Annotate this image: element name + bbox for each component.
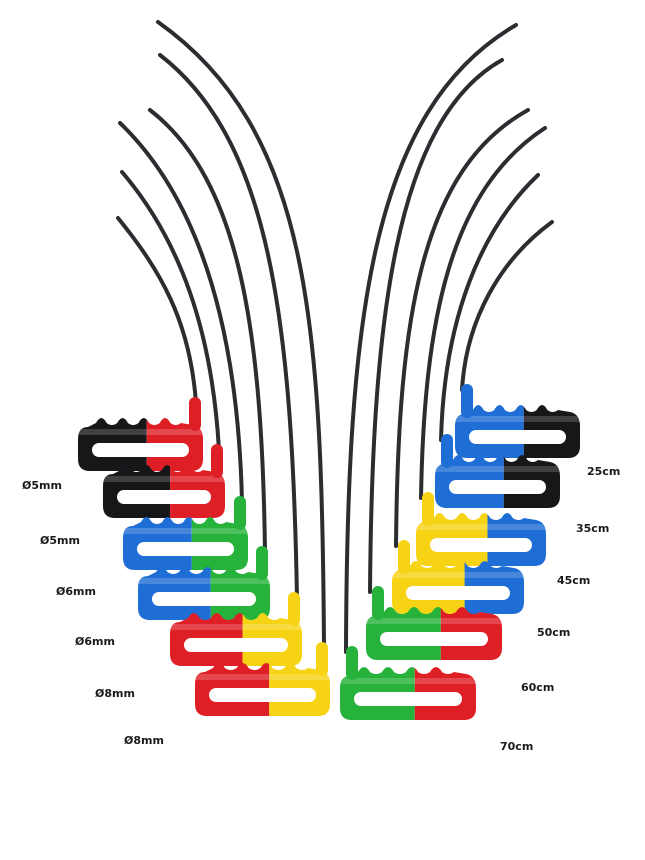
diameter-label: Ø8mm [124, 734, 164, 747]
right-handle-3 [392, 540, 524, 614]
right-handle-4 [366, 586, 502, 660]
right-handle-1 [435, 434, 560, 508]
right-handle-2 [416, 492, 546, 566]
rod-left-1 [120, 170, 221, 452]
handle-slot [380, 632, 488, 646]
handle-slot [184, 638, 288, 652]
diameter-label: Ø5mm [22, 479, 62, 492]
left-handle-4 [170, 592, 302, 666]
left-handle-3 [138, 546, 270, 620]
length-label: 50cm [537, 626, 571, 639]
handle-slot [92, 443, 189, 457]
handle-slot [137, 542, 234, 556]
rods-group [116, 20, 554, 654]
right-handle-5 [340, 646, 476, 720]
rod-right-4 [368, 58, 504, 594]
length-label: 60cm [521, 681, 555, 694]
handle-slot [469, 430, 566, 444]
rod-left-2 [118, 121, 244, 504]
handle-slot [449, 480, 546, 494]
rod-left-0 [116, 216, 198, 405]
length-label: 35cm [576, 522, 610, 535]
handle-slot [354, 692, 462, 706]
length-label: 70cm [500, 740, 534, 753]
handles-group [78, 384, 580, 720]
rod-right-3 [394, 108, 530, 548]
diameter-label: Ø6mm [56, 585, 96, 598]
rod-left-4 [158, 53, 299, 600]
rod-right-2 [419, 126, 547, 500]
diameter-label: Ø8mm [95, 687, 135, 700]
left-handle-0 [78, 397, 203, 471]
diameter-label: Ø6mm [75, 635, 115, 648]
left-handle-2 [123, 496, 248, 570]
diameter-label: Ø5mm [40, 534, 80, 547]
handle-slot [406, 586, 510, 600]
right-handle-0 [455, 384, 580, 458]
left-handle-5 [195, 642, 330, 716]
rod-right-5 [344, 23, 518, 654]
rod-right-0 [460, 220, 554, 392]
handle-slot [152, 592, 256, 606]
length-label: 45cm [557, 574, 591, 587]
handle-slot [430, 538, 532, 552]
rod-left-3 [148, 108, 267, 554]
handle-slot [117, 490, 211, 504]
rod-left-5 [156, 20, 326, 650]
length-label: 25cm [587, 465, 621, 478]
handle-slot [209, 688, 316, 702]
rod-right-1 [439, 173, 540, 442]
left-handle-1 [103, 444, 225, 518]
